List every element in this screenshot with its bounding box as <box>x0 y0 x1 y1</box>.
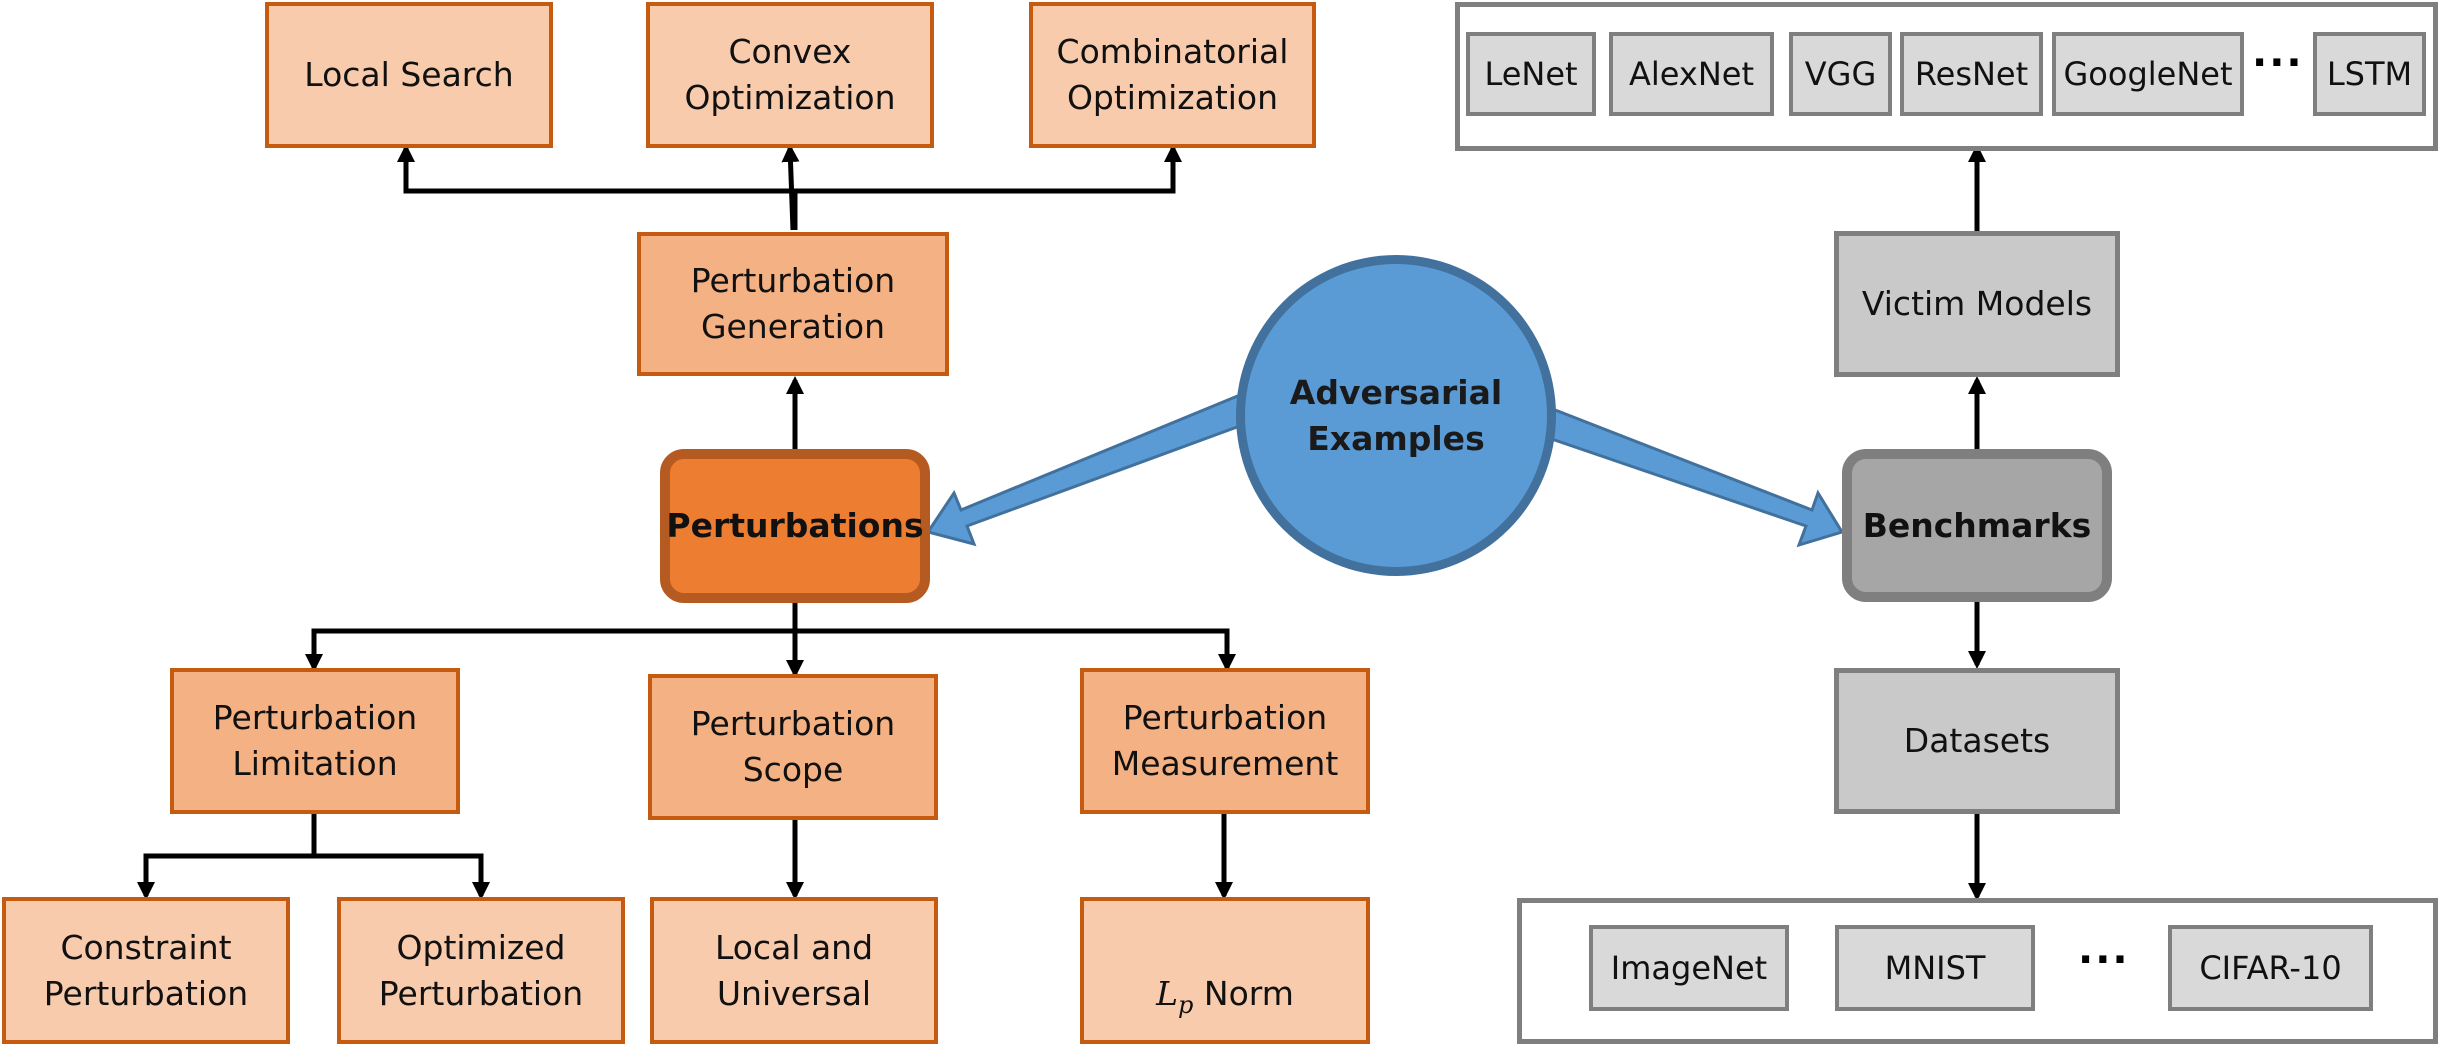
model-chip-vgg: VGG <box>1789 32 1892 116</box>
limitation-to-children-connector <box>137 812 490 900</box>
node-label: Datasets <box>1903 721 2051 761</box>
model-chip-googlenet: GoogleNet <box>2052 32 2244 116</box>
model-chip-lenet: LeNet <box>1466 32 1596 116</box>
norm-subscript: p <box>1178 990 1194 1019</box>
perturbation-measurement-node: Perturbation Measurement <box>1080 668 1370 814</box>
constraint-perturbation-node: Constraint Perturbation <box>2 897 290 1044</box>
generation-to-methods-connector <box>397 144 1182 231</box>
model-label: VGG <box>1804 54 1877 93</box>
model-label: AlexNet <box>1628 54 1754 93</box>
method-local-search: Local Search <box>265 2 553 148</box>
perturbation-scope-node: Perturbation Scope <box>648 674 938 820</box>
norm-symbol: L <box>1156 973 1179 1013</box>
victim-models-node: Victim Models <box>1834 231 2120 377</box>
model-label: GoogleNet <box>2063 54 2233 93</box>
datasets-node: Datasets <box>1834 668 2120 814</box>
center-to-benchmarks-arrow <box>1541 405 1845 548</box>
model-chip-resnet: ResNet <box>1900 32 2043 116</box>
method-convex-optimization: Convex Optimization <box>646 2 934 148</box>
perturbations-hub: Perturbations <box>660 449 930 603</box>
benchmarks-hub: Benchmarks <box>1842 449 2112 602</box>
hub-label: Perturbations <box>666 506 924 546</box>
optimized-perturbation-node: Optimized Perturbation <box>337 897 625 1044</box>
local-and-universal-node: Local and Universal <box>650 897 938 1044</box>
dataset-label: CIFAR-10 <box>2199 948 2342 987</box>
center-to-perturbations-arrow <box>925 392 1250 547</box>
method-label: Combinatorial Optimization <box>1056 32 1289 117</box>
model-label: LSTM <box>2326 54 2413 93</box>
dataset-chip-cifar10: CIFAR-10 <box>2168 925 2373 1011</box>
model-label: LeNet <box>1484 54 1578 93</box>
dataset-chip-mnist: MNIST <box>1835 925 2035 1011</box>
node-label: Optimized Perturbation <box>378 927 584 1013</box>
method-label: Local Search <box>304 55 514 95</box>
dataset-label: MNIST <box>1884 948 1986 987</box>
node-label: Victim Models <box>1861 284 2093 324</box>
dataset-label: ImageNet <box>1610 948 1768 987</box>
adversarial-examples-node: Adversarial Examples <box>1236 255 1556 576</box>
perturbation-generation-node: Perturbation Generation <box>637 232 949 376</box>
node-label: Perturbation Scope <box>690 704 896 789</box>
hub-label: Benchmarks <box>1862 505 2092 545</box>
method-combinatorial-optimization: Combinatorial Optimization <box>1029 2 1316 148</box>
center-label: Adversarial Examples <box>1289 372 1503 458</box>
norm-word: Norm <box>1203 973 1294 1013</box>
node-label: Perturbation Measurement <box>1111 698 1339 783</box>
dataset-chip-imagenet: ImageNet <box>1589 925 1789 1011</box>
lp-norm-node: Lp Norm <box>1080 897 1370 1044</box>
datasets-ellipsis: ··· <box>2078 937 2130 983</box>
model-chip-alexnet: AlexNet <box>1609 32 1774 116</box>
node-label: Perturbation Limitation <box>212 698 418 783</box>
model-label: ResNet <box>1914 54 2029 93</box>
node-label: Perturbation Generation <box>690 261 896 346</box>
node-label: Local and Universal <box>714 927 874 1013</box>
lp-norm-label: Lp Norm <box>1156 925 1294 1019</box>
perturbation-limitation-node: Perturbation Limitation <box>170 668 460 814</box>
method-label: Convex Optimization <box>684 32 896 117</box>
model-chip-lstm: LSTM <box>2313 32 2426 116</box>
node-label: Constraint Perturbation <box>43 927 249 1013</box>
models-ellipsis: ··· <box>2252 40 2304 86</box>
hub-to-subcategories-connector <box>305 603 1236 678</box>
